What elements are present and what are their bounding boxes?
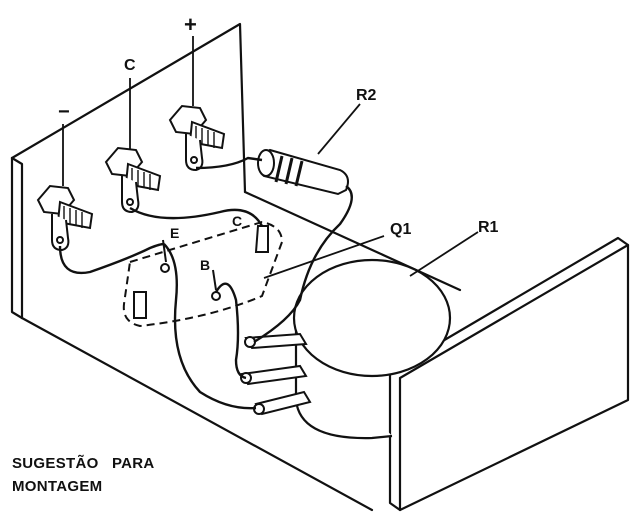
r1-connectors	[240, 332, 312, 416]
chassis-left-edge	[10, 156, 24, 320]
label-minus: −	[58, 101, 70, 123]
terminal-minus	[36, 184, 94, 252]
label-r2: R2	[356, 87, 377, 104]
resistor-r1	[292, 258, 452, 440]
right-panel	[388, 236, 630, 512]
right-panel-edge	[398, 243, 630, 512]
label-c-small: C	[232, 213, 242, 229]
label-r1: R1	[478, 219, 499, 236]
transistor-pins	[133, 225, 269, 319]
back-panel	[10, 22, 247, 194]
label-plus: +	[184, 12, 197, 37]
label-e: E	[170, 225, 179, 241]
caption: SUGESTÃO PARA MONTAGEM	[12, 452, 155, 498]
terminal-c	[104, 146, 162, 214]
back-panel-thickness	[10, 156, 24, 320]
leader-lines	[62, 36, 479, 279]
caption-line-2: MONTAGEM	[12, 478, 103, 495]
caption-line-1: SUGESTÃO PARA	[12, 455, 155, 472]
terminal-plus	[168, 104, 226, 172]
resistor-r2	[257, 148, 349, 196]
label-q1: Q1	[390, 221, 411, 238]
label-b: B	[200, 257, 210, 273]
transistor-q1-outline	[122, 220, 284, 328]
wiring	[58, 156, 353, 410]
label-c: C	[124, 57, 136, 74]
